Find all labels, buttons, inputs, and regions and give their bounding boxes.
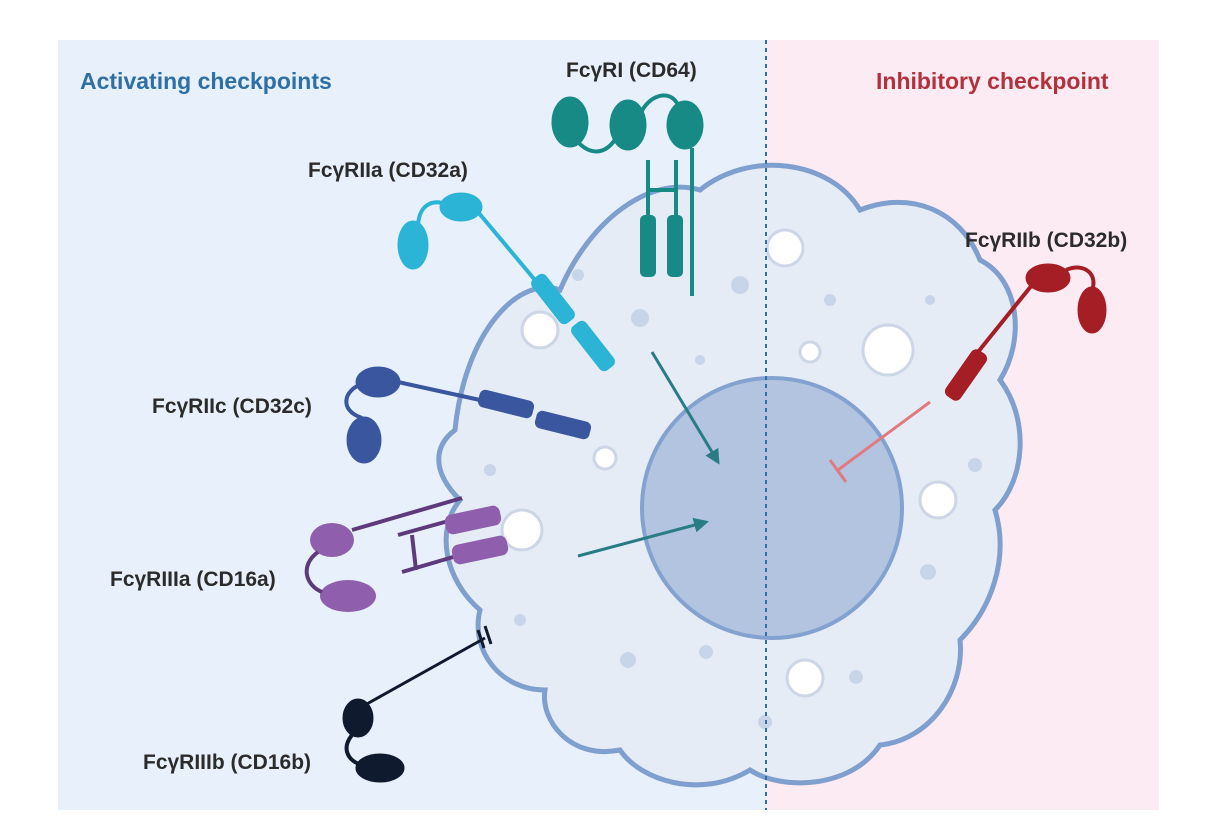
- label-fcgr3a: FcγRIIIa (CD16a): [110, 568, 276, 591]
- label-fcgr2c: FcγRIIc (CD32c): [152, 395, 312, 418]
- signal-arrow-fcgr2a: [650, 351, 720, 465]
- activating-title: Activating checkpoints: [80, 68, 332, 94]
- receptor-fcgr1: [551, 93, 704, 296]
- vesicles: [484, 228, 982, 729]
- label-fcgr1: FcγRI (CD64): [566, 59, 697, 82]
- label-fcgr2b: FcγRIIb (CD32b): [965, 229, 1127, 252]
- receptor-fcgr3b: [342, 625, 493, 783]
- receptor-fcgr3a: [304, 496, 509, 612]
- inhibitory-title: Inhibitory checkpoint: [876, 68, 1109, 94]
- label-fcgr3b: FcγRIIIb (CD16b): [143, 751, 311, 774]
- receptor-fcgr2a: [397, 192, 615, 372]
- inhibition-line-fcgr2b: [828, 400, 931, 483]
- signal-arrow-fcgr3a: [577, 517, 709, 558]
- receptor-fcgr2c: [344, 366, 592, 464]
- label-fcgr2a: FcγRIIa (CD32a): [308, 159, 468, 182]
- nucleus: [640, 376, 904, 640]
- receptor-fcgr2b: [944, 263, 1107, 401]
